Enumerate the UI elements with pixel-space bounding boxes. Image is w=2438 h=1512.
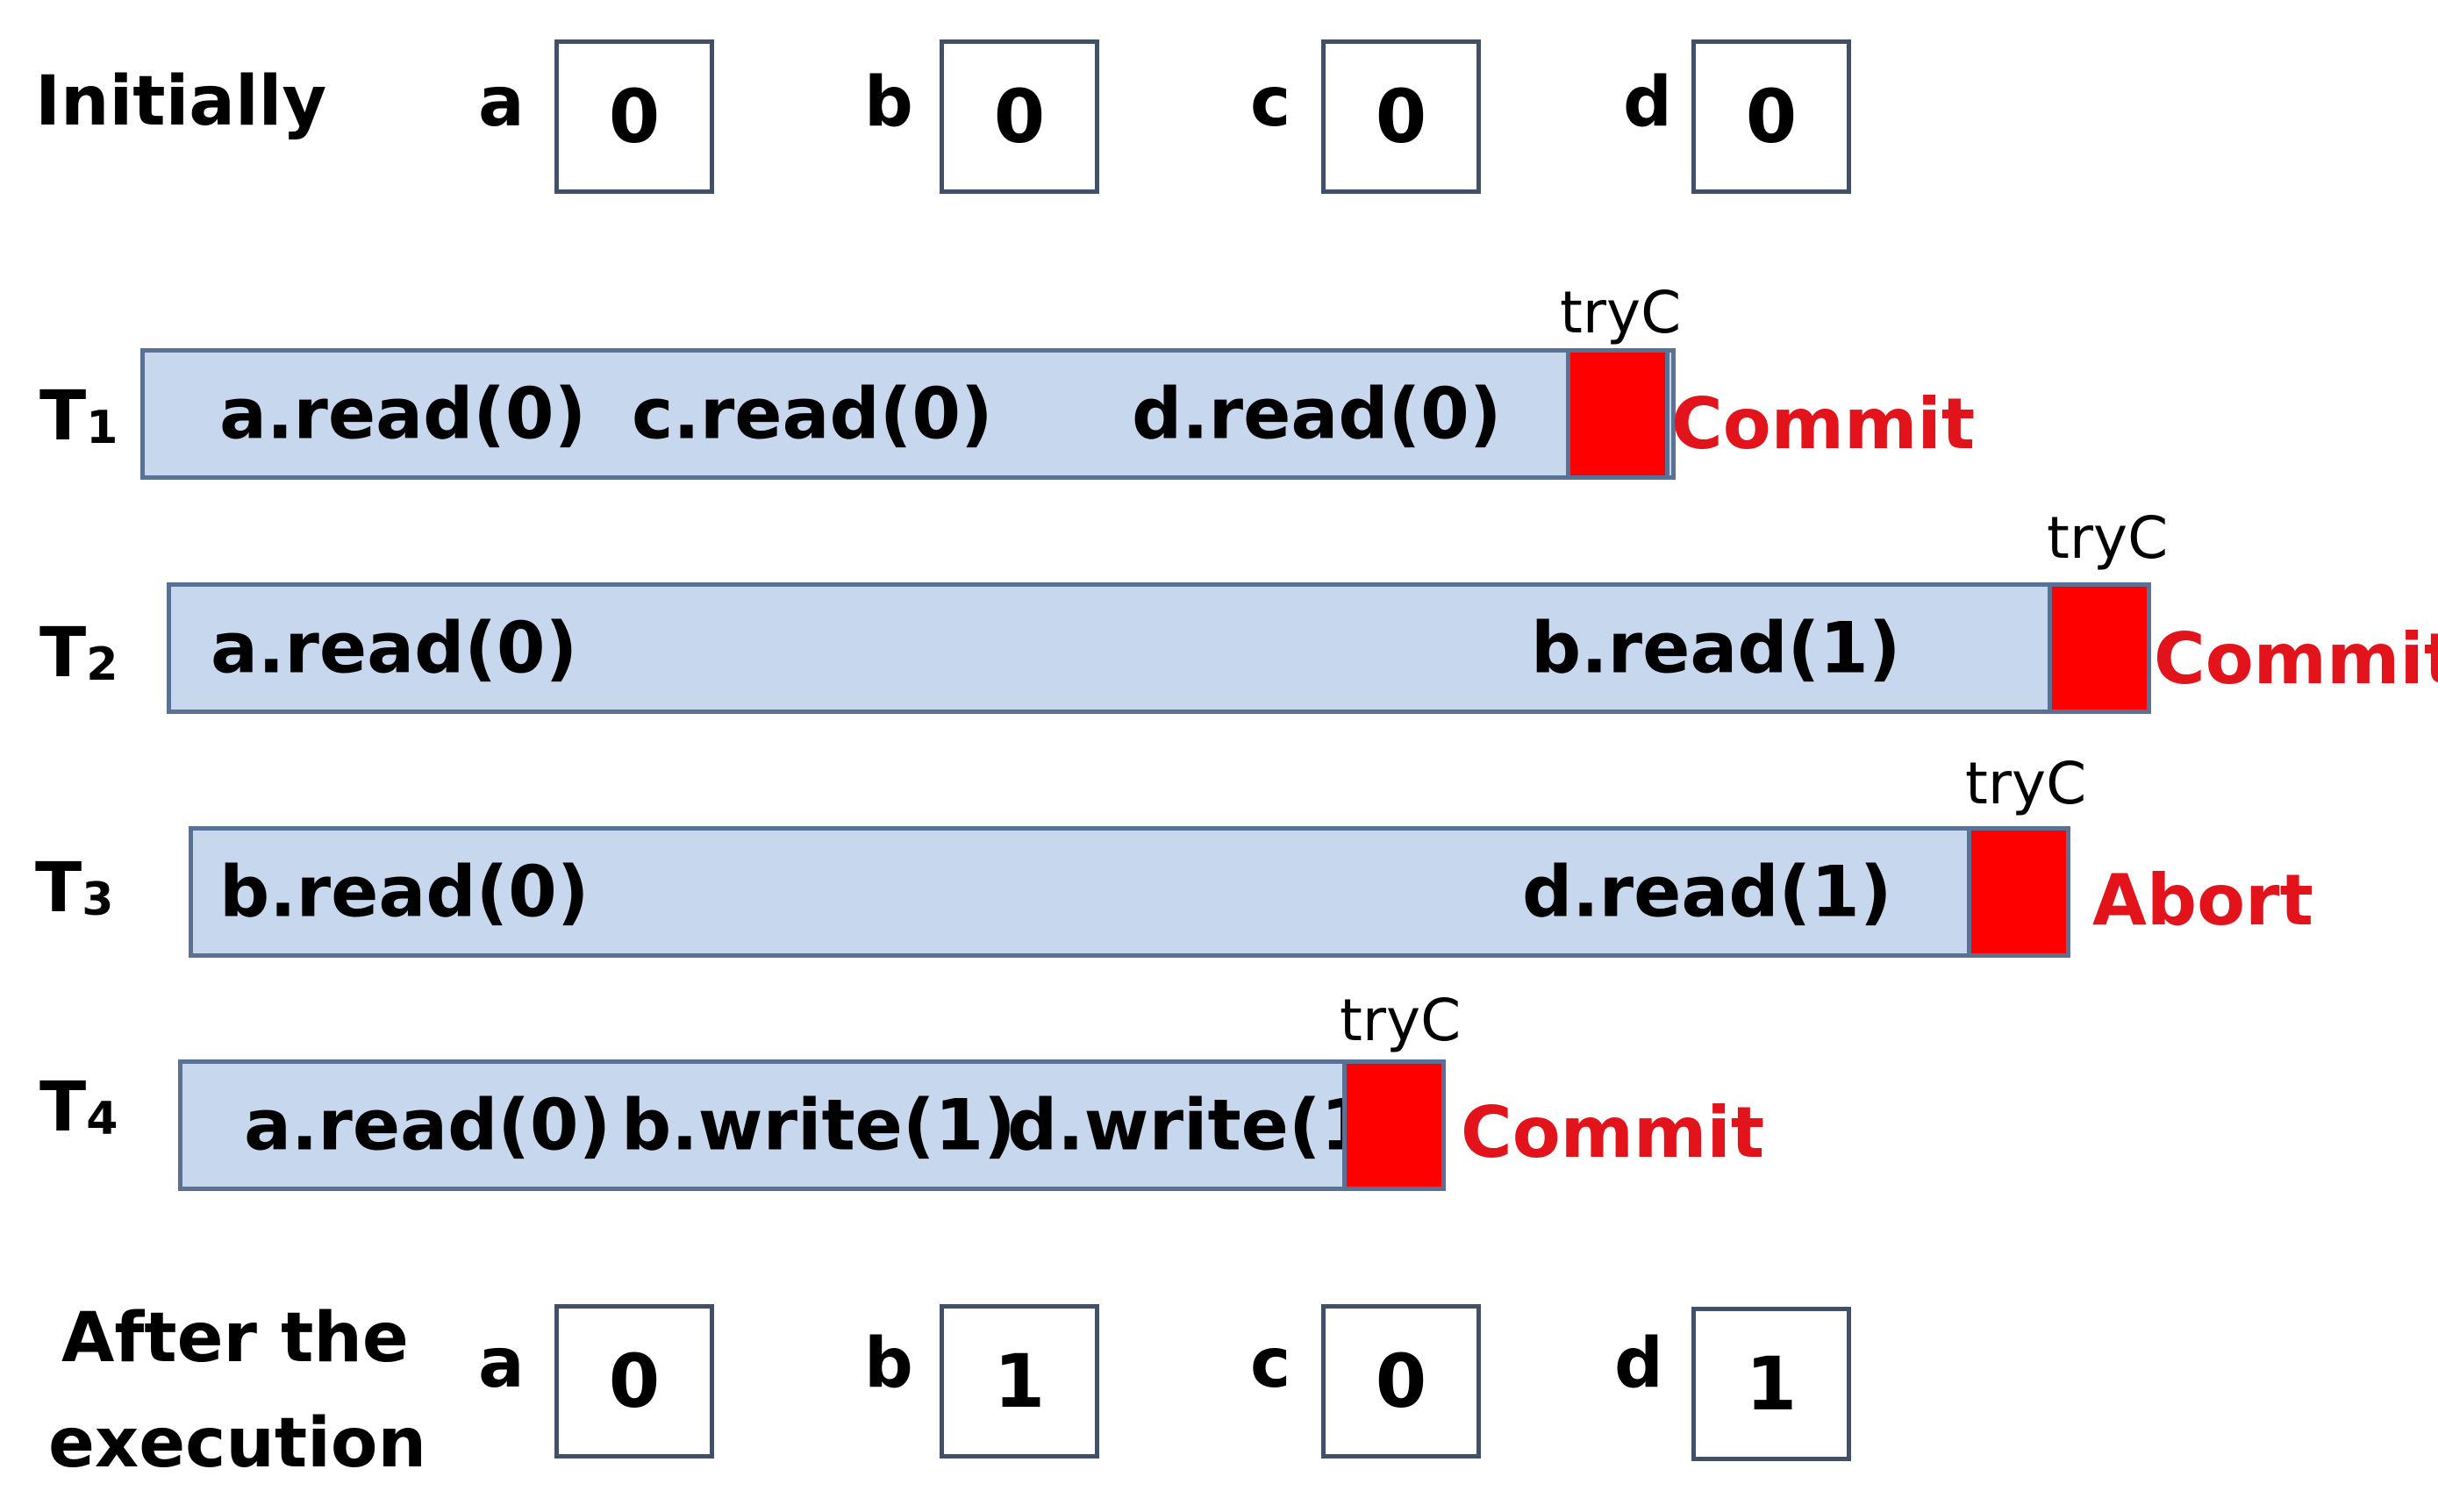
- tx2-tryc-label: tryC: [2047, 504, 2169, 572]
- final-var-d-box: 1: [1691, 1307, 1851, 1461]
- tx2-label: T2: [39, 614, 118, 693]
- final-var-c-value: 0: [1375, 1338, 1427, 1424]
- tx3-op-1: b.read(0): [219, 851, 590, 933]
- tx2-tryc-box: [2048, 582, 2151, 714]
- tx3-outcome: Abort: [2092, 859, 2313, 941]
- tx2-op-1: a.read(0): [211, 607, 578, 689]
- final-var-b-name: b: [864, 1324, 913, 1403]
- initial-var-c-value: 0: [1375, 74, 1427, 160]
- final-title-line2: execution: [48, 1404, 427, 1483]
- final-var-d-value: 1: [1745, 1341, 1798, 1427]
- tx1-outcome: Commit: [1671, 383, 1976, 465]
- tx1-label: T1: [39, 377, 118, 456]
- final-var-c-box: 0: [1321, 1304, 1481, 1459]
- tx4-label: T4: [39, 1068, 118, 1147]
- initial-var-a-value: 0: [608, 74, 661, 160]
- tx4-op-2: b.write(1): [621, 1084, 1016, 1166]
- final-var-c-name: c: [1250, 1324, 1291, 1403]
- initial-var-c-name: c: [1250, 63, 1291, 142]
- final-var-d-name: d: [1614, 1324, 1663, 1403]
- tx4-op-1: a.read(0): [244, 1084, 611, 1166]
- final-var-a-box: 0: [554, 1304, 714, 1459]
- tx4-tryc-box: [1342, 1059, 1446, 1191]
- final-var-b-value: 1: [993, 1338, 1046, 1424]
- tx2-outcome: Commit: [2154, 618, 2438, 700]
- final-var-b-box: 1: [940, 1304, 1099, 1459]
- final-var-a-name: a: [478, 1324, 525, 1403]
- initial-var-b-value: 0: [993, 74, 1046, 160]
- initial-var-d-box: 0: [1691, 39, 1851, 194]
- initial-title: Initially: [35, 62, 327, 141]
- tx3-tryc-box: [1967, 826, 2070, 958]
- tx1-op-3: d.read(0): [1132, 373, 1502, 455]
- tx1-op-2: c.read(0): [632, 373, 993, 455]
- initial-var-d-value: 0: [1745, 74, 1798, 160]
- tx3-op-2: d.read(1): [1522, 851, 1892, 933]
- initial-var-d-name: d: [1623, 63, 1672, 142]
- tx4-op-3: d.write(1): [1007, 1084, 1402, 1166]
- tx4-outcome: Commit: [1461, 1092, 1765, 1173]
- tx2-bar: a.read(0) b.read(1): [167, 582, 2151, 714]
- tx1-tryc-label: tryC: [1560, 279, 1682, 346]
- tx1-op-1: a.read(0): [219, 373, 587, 455]
- initial-var-b-name: b: [864, 63, 913, 142]
- initial-var-b-box: 0: [940, 39, 1099, 194]
- tx3-label: T3: [35, 849, 114, 928]
- tx1-bar: a.read(0) c.read(0) d.read(0): [140, 348, 1676, 480]
- tx2-op-2: b.read(1): [1531, 607, 1901, 689]
- initial-var-a-box: 0: [554, 39, 714, 194]
- initial-var-a-name: a: [478, 63, 525, 142]
- tx1-tryc-box: [1566, 348, 1669, 480]
- tx3-bar: b.read(0) d.read(1): [189, 826, 2070, 958]
- initial-var-c-box: 0: [1321, 39, 1481, 194]
- final-title-line1: After the: [61, 1299, 409, 1378]
- final-var-a-value: 0: [608, 1338, 661, 1424]
- tx3-tryc-label: tryC: [1965, 750, 2087, 817]
- tx4-bar: a.read(0) b.write(1) d.write(1): [178, 1059, 1446, 1191]
- tx4-tryc-label: tryC: [1340, 987, 1462, 1054]
